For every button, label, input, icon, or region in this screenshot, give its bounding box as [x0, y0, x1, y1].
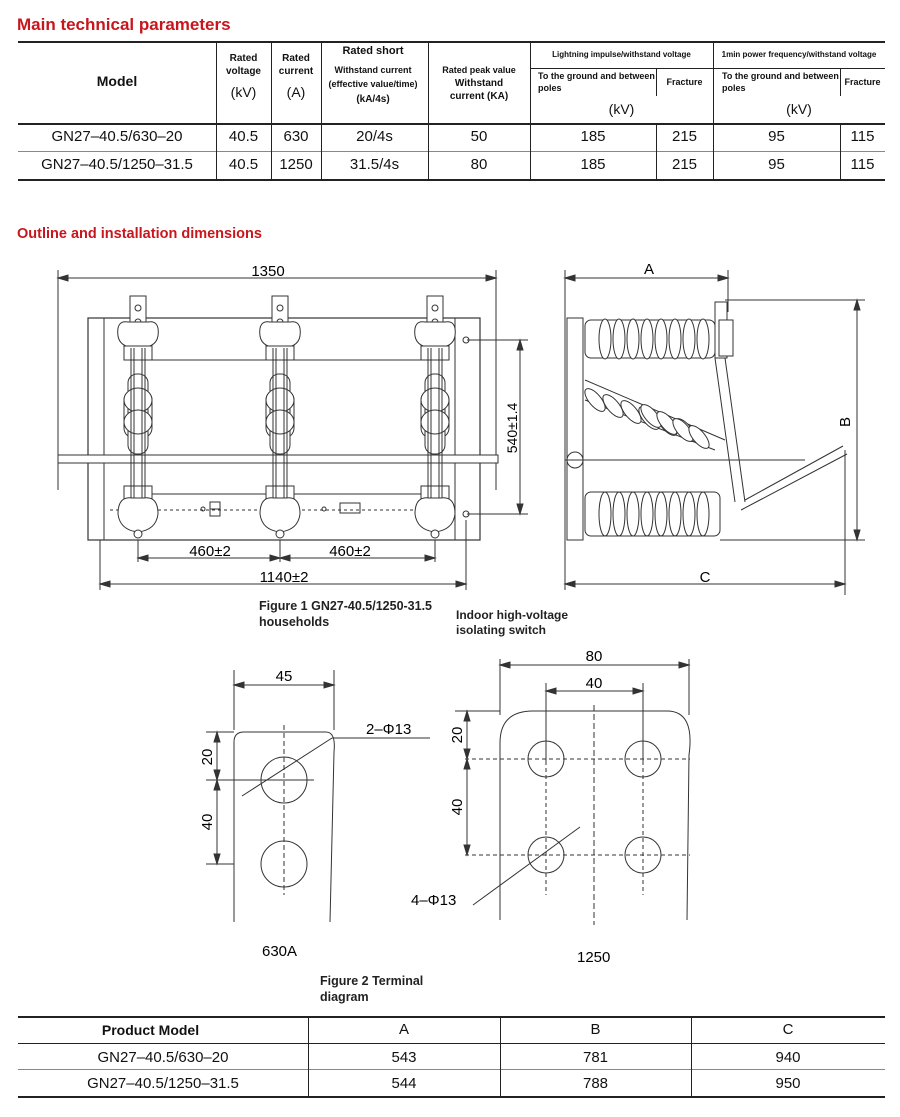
row2-voltage: 40.5 — [228, 156, 259, 174]
side-dim-b: B — [837, 417, 854, 427]
header-li-fracture: Fracture — [666, 76, 703, 87]
row1-li-fracture: 215 — [671, 128, 698, 146]
dims-row2-model: GN27–40.5/1250–31.5 — [87, 1074, 239, 1092]
row2-li-fracture: 215 — [671, 156, 698, 174]
row1-short: 20/4s — [356, 128, 393, 146]
side-dim-c: C — [700, 569, 711, 586]
header-pf-unit: (kV) — [786, 100, 812, 117]
row1-pf-fracture: 115 — [850, 128, 875, 146]
dims-row1-model: GN27–40.5/630–20 — [97, 1048, 229, 1066]
figure1-caption-right: Indoor high-voltage isolating switch — [456, 608, 568, 637]
dim-460-left: 460±2 — [189, 543, 231, 560]
header-power-frequency: 1min power frequency/withstand voltage — [721, 49, 877, 59]
section-title-outline: Outline and installation dimensions — [17, 226, 262, 242]
dim-460-right: 460±2 — [329, 543, 371, 560]
switch-pole-3 — [414, 295, 456, 539]
dims-row1-b: 781 — [582, 1048, 609, 1066]
row1-voltage: 40.5 — [228, 128, 259, 146]
header-model: Model — [96, 73, 138, 90]
figure1-front-view: 1350 540±1.4 460±2 460±2 1140±2 — [56, 263, 528, 590]
parameters-table: Model Rated voltage (kV) Rated current (… — [18, 41, 885, 181]
figure1-caption-left: Figure 1 GN27-40.5/1250-31.5 households — [259, 599, 433, 629]
header-pf-fracture: Fracture — [844, 76, 881, 87]
dims-row2-b: 788 — [582, 1074, 609, 1092]
row1-model: GN27–40.5/630–20 — [51, 128, 183, 146]
row1-current: 630 — [283, 128, 309, 146]
dims-header-b: B — [590, 1021, 601, 1038]
side-dim-a: A — [644, 261, 654, 278]
terminal1250-pitch-x: 40 — [586, 675, 603, 692]
figure1-side-view: A B C — [563, 261, 865, 595]
dims-row1-c: 940 — [775, 1048, 801, 1066]
dims-header-c: C — [782, 1021, 794, 1038]
figure2-terminal-630: 45 20 40 2–Φ13 630A — [199, 668, 430, 960]
terminal630-label: 630A — [262, 943, 297, 960]
row2-pf-fracture: 115 — [850, 156, 875, 174]
header-short-time: Rated short Withstand current (effective… — [328, 45, 418, 106]
header-rated-current: Rated current (A) — [278, 53, 314, 100]
header-pf-ground: To the ground and between poles — [722, 71, 839, 93]
switch-pole-2 — [259, 295, 301, 539]
row2-current: 1250 — [279, 156, 313, 174]
terminal630-pitch: 40 — [199, 814, 216, 831]
row2-peak: 80 — [470, 156, 488, 174]
row1-peak: 50 — [470, 128, 488, 146]
dimensions-table: Product Model A B C GN27–40.5/630–20 543… — [18, 1016, 885, 1098]
terminal1250-width: 80 — [586, 648, 603, 665]
header-peak: Rated peak value Withstand current (KA) — [442, 65, 516, 102]
dims-row1-a: 543 — [391, 1048, 417, 1066]
figure2-caption: Figure 2 Terminal diagram — [320, 974, 424, 1004]
section-title-parameters: Main technical parameters — [17, 15, 231, 34]
row1-li-ground: 185 — [580, 128, 606, 146]
row2-li-ground: 185 — [580, 156, 606, 174]
figure2-terminal-1250: 80 40 20 40 4–Φ13 1250 — [411, 648, 691, 966]
row2-model: GN27–40.5/1250–31.5 — [41, 156, 193, 174]
dims-row2-c: 950 — [775, 1074, 801, 1092]
header-rated-voltage: Rated voltage (kV) — [225, 53, 261, 100]
dim-1350: 1350 — [251, 263, 284, 280]
terminal1250-top: 20 — [449, 727, 466, 744]
terminal1250-holes: 4–Φ13 — [411, 892, 456, 909]
row2-short: 31.5/4s — [349, 156, 400, 174]
row1-pf-ground: 95 — [768, 128, 785, 146]
terminal630-holes: 2–Φ13 — [366, 721, 411, 738]
terminal1250-pitch-y: 40 — [449, 799, 466, 816]
header-lightning: Lightning impulse/withstand voltage — [552, 49, 691, 59]
switch-pole-1 — [117, 295, 159, 539]
terminal1250-label: 1250 — [577, 949, 610, 966]
header-li-ground: To the ground and between poles — [538, 71, 655, 93]
header-li-unit: (kV) — [608, 100, 635, 117]
row2-pf-ground: 95 — [768, 156, 785, 174]
dims-header-a: A — [398, 1021, 409, 1038]
dims-row2-a: 544 — [391, 1074, 417, 1092]
dim-1140: 1140±2 — [260, 569, 309, 586]
terminal630-width: 45 — [276, 668, 293, 685]
dims-header-model: Product Model — [101, 1021, 200, 1038]
terminal630-top: 20 — [199, 749, 216, 766]
dim-540: 540±1.4 — [504, 403, 520, 454]
